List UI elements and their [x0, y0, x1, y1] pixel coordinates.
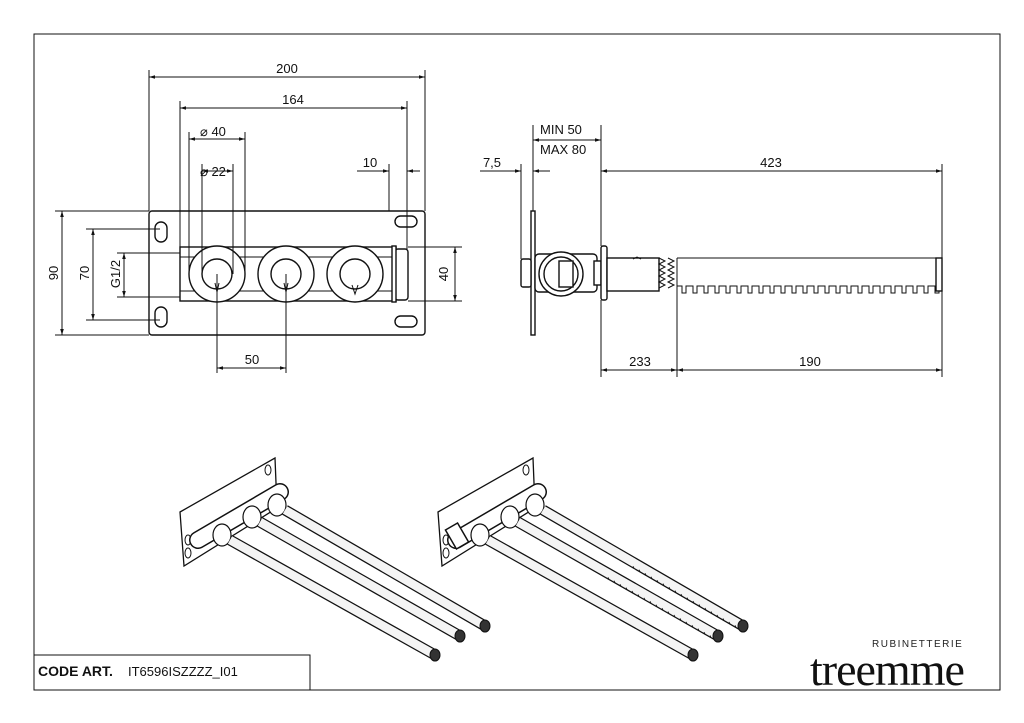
iso-pipe — [515, 518, 721, 640]
dim-diam-40: ⌀ 40 — [200, 124, 226, 139]
end-cap — [394, 248, 409, 301]
iso-body — [190, 484, 288, 548]
iso-tooth — [638, 569, 641, 572]
iso-tooth — [674, 590, 677, 593]
slot-top-right — [394, 215, 418, 228]
iso-tooth — [709, 635, 712, 638]
iso-tooth — [607, 577, 610, 580]
iso-tooth — [734, 625, 737, 628]
iso-tooth — [650, 576, 653, 579]
dim-70: 70 — [77, 266, 92, 280]
slot-bottom-right — [394, 315, 418, 328]
iso-valve-ring — [242, 505, 262, 529]
iso-tooth — [673, 614, 676, 618]
code-art-value: IT6596ISZZZZ_I01 — [128, 664, 238, 679]
iso-pipe — [282, 506, 488, 630]
title-block — [33, 654, 311, 691]
iso-tooth — [680, 593, 683, 597]
iso-tooth — [619, 583, 622, 587]
iso-pipe-end — [712, 629, 724, 643]
flange — [600, 245, 608, 301]
iso-valve-ring — [212, 523, 232, 547]
iso-tooth — [691, 625, 694, 628]
cut-pipe — [676, 257, 940, 294]
valve-3 — [326, 245, 384, 303]
brand-logo: treemme — [810, 644, 965, 695]
dim-7-5: 7,5 — [483, 155, 501, 170]
iso-pipe-end — [479, 619, 491, 633]
dim-diam-22: ⌀ 22 — [200, 164, 226, 179]
dim-190: 190 — [799, 354, 821, 369]
iso-pipe — [540, 506, 746, 630]
iso-slot — [522, 464, 530, 476]
iso-valve-ring — [267, 493, 287, 517]
iso-tooth — [662, 583, 665, 586]
iso-body — [448, 484, 546, 548]
iso-tooth — [710, 611, 713, 614]
dim-200: 200 — [276, 61, 298, 76]
iso-tooth — [613, 580, 616, 583]
dim-40: 40 — [436, 267, 451, 281]
iso-valve-ring — [470, 523, 490, 547]
iso-pipe-end — [687, 648, 699, 662]
isometric-view-standard — [179, 456, 491, 662]
iso-tooth — [656, 579, 659, 583]
iso-pipe-end — [454, 629, 466, 643]
iso-pipe-end — [429, 648, 441, 662]
iso-tooth — [698, 604, 701, 607]
slot-bottom-left — [154, 306, 168, 328]
iso-tooth — [644, 572, 647, 576]
dim-min-50: MIN 50 — [540, 122, 582, 137]
break-mark — [657, 257, 676, 289]
iso-tooth — [679, 618, 682, 621]
dim-max-80: MAX 80 — [540, 142, 586, 157]
iso-tooth — [637, 594, 640, 597]
iso-tooth — [716, 614, 719, 618]
dim-10: 10 — [363, 155, 377, 170]
drawing-frame — [33, 33, 1001, 691]
dim-423: 423 — [760, 155, 782, 170]
iso-tooth — [686, 597, 689, 600]
front-view: 200 164 ⌀ 40 ⌀ 22 10 90 70 G1/2 40 50 — [46, 61, 462, 373]
iso-pipe — [485, 536, 696, 659]
code-art-label: CODE ART. — [38, 663, 113, 679]
iso-tooth — [697, 628, 700, 631]
dim-50: 50 — [245, 352, 259, 367]
iso-tooth — [667, 611, 670, 614]
slot-top-left — [154, 221, 168, 243]
iso-tooth — [722, 618, 725, 621]
iso-tooth — [625, 587, 628, 590]
iso-tooth — [692, 600, 695, 604]
iso-pipe — [257, 518, 463, 640]
iso-tooth — [704, 607, 707, 611]
dim-233: 233 — [629, 354, 651, 369]
iso-cap — [444, 521, 470, 551]
iso-slot — [184, 547, 192, 559]
iso-slot — [264, 464, 272, 476]
dim-g12: G1/2 — [108, 260, 123, 288]
isometric-view-cut — [437, 456, 749, 662]
iso-tooth — [685, 621, 688, 624]
iso-slot — [442, 547, 450, 559]
pipe — [606, 257, 660, 292]
brand-subtitle: RUBINETTERIE — [872, 639, 964, 650]
iso-tooth — [703, 631, 706, 635]
iso-pipe — [227, 536, 438, 659]
iso-tooth — [643, 597, 646, 600]
iso-tooth — [668, 586, 671, 590]
iso-tooth — [632, 566, 635, 569]
iso-tooth — [649, 601, 652, 604]
iso-tooth — [728, 621, 731, 625]
iso-valve-ring — [500, 505, 520, 529]
side-view: 7,5 MIN 50 MAX 80 423 233 190 — [480, 122, 943, 377]
iso-tooth — [661, 607, 664, 611]
iso-tooth — [655, 604, 658, 607]
dim-164: 164 — [282, 92, 304, 107]
iso-tooth — [631, 590, 634, 594]
dim-90: 90 — [46, 266, 61, 280]
iso-pipe-end — [737, 619, 749, 633]
iso-valve-ring — [525, 493, 545, 517]
